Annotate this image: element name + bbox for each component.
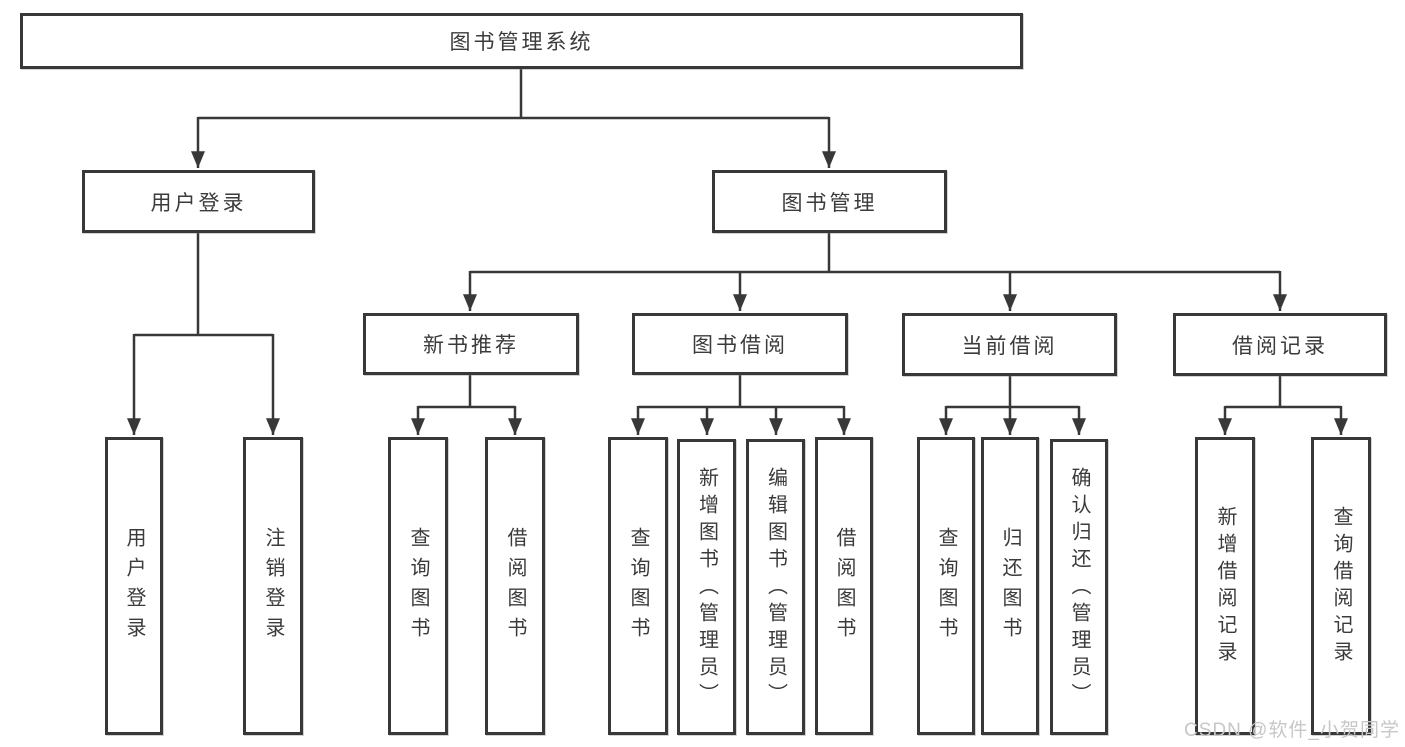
node-book-borrow: 图书借阅 — [632, 313, 848, 375]
node-user-login-group: 用户登录 — [82, 170, 315, 233]
node-current-borrow: 当前借阅 — [902, 313, 1117, 376]
leaf-logout: 注销登录 — [243, 437, 303, 735]
leaf-query-borrow-record: 查询借阅记录 — [1311, 437, 1371, 735]
leaf-edit-book-admin: 编辑图书（管理员） — [746, 439, 805, 735]
leaf-add-book-admin: 新增图书（管理员） — [677, 439, 736, 735]
leaf-user-login: 用户登录 — [105, 437, 163, 735]
leaf-confirm-return-admin: 确认归还（管理员） — [1050, 439, 1108, 735]
leaf-query-books-borrow: 查询图书 — [608, 437, 668, 735]
node-library-management-system: 图书管理系统 — [20, 13, 1023, 69]
leaf-query-books-current: 查询图书 — [917, 437, 975, 735]
leaf-borrow-books: 借阅图书 — [815, 437, 873, 735]
leaf-return-books: 归还图书 — [981, 437, 1039, 735]
csdn-watermark: CSDN @软件_小贺同学 — [1184, 720, 1400, 741]
node-borrow-records: 借阅记录 — [1173, 313, 1387, 376]
node-book-management: 图书管理 — [712, 170, 947, 233]
node-new-book-recommend: 新书推荐 — [363, 313, 579, 375]
leaf-borrow-books-recommend: 借阅图书 — [485, 437, 545, 735]
leaf-add-borrow-record: 新增借阅记录 — [1195, 437, 1255, 735]
leaf-query-books-recommend: 查询图书 — [388, 437, 448, 735]
